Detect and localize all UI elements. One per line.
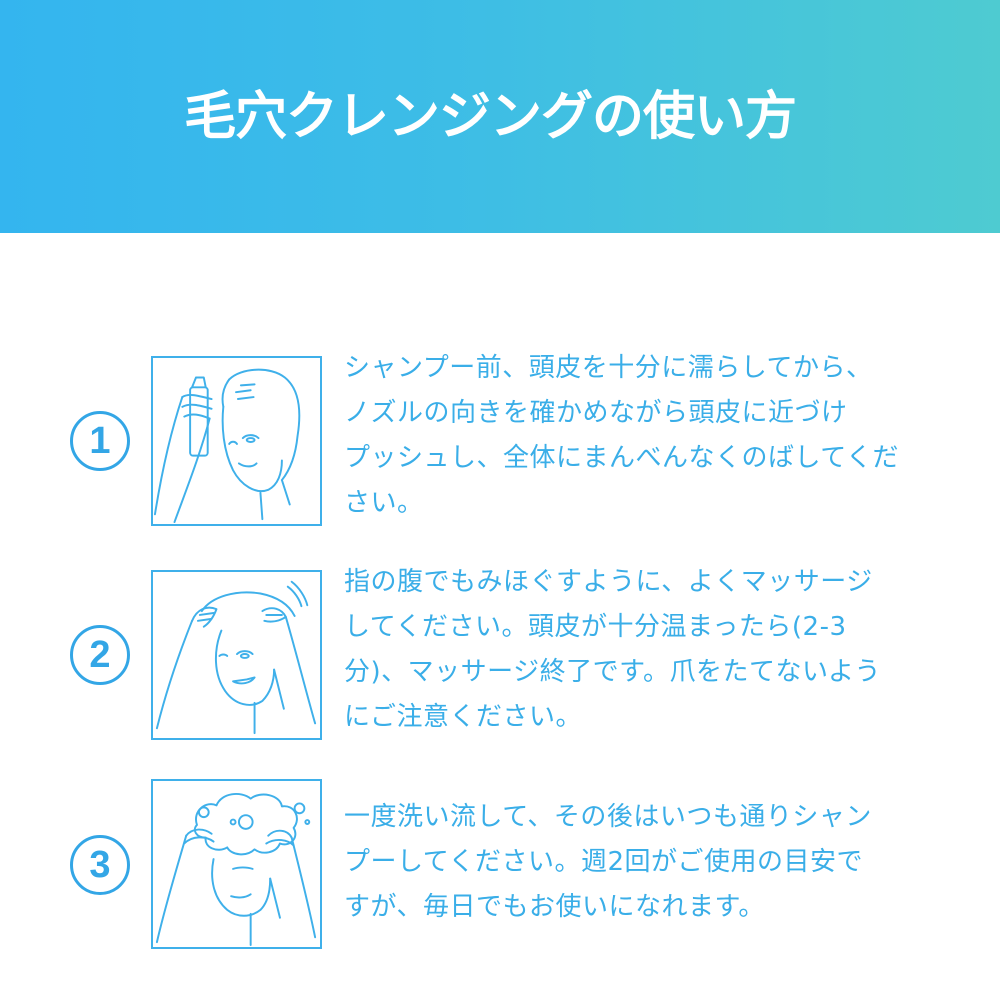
step-number-badge: 1 xyxy=(70,411,130,471)
instruction-line: 一度洗い流して、その後はいつも通りシャン xyxy=(344,802,872,832)
instruction-line: にご注意ください。 xyxy=(344,702,582,732)
woman-shampooing-foam-icon xyxy=(155,792,317,947)
instruction-line: 分)、マッサージ終了です。爪をたてないよう xyxy=(344,657,882,687)
instruction-line: プーしてください。週2回がご使用の目安で xyxy=(344,847,863,877)
woman-massaging-scalp-icon xyxy=(155,580,317,735)
step-instruction: 一度洗い流して、その後はいつも通りシャン プーしてください。週2回がご使用の目安… xyxy=(344,795,924,930)
instruction-line: シャンプー前、頭皮を十分に濡らしてから、 xyxy=(344,353,873,383)
step-instruction: 指の腹でもみほぐすように、よくマッサージ してください。頭皮が十分温まったら(2… xyxy=(344,560,924,740)
woman-spraying-scalp-icon xyxy=(153,368,301,524)
header-banner: 毛穴クレンジングの使い方 xyxy=(0,0,1000,233)
step-illustration xyxy=(151,779,322,949)
step-number-badge: 3 xyxy=(70,835,130,895)
instruction-line: すが、毎日でもお使いになれます。 xyxy=(344,892,765,922)
step-illustration xyxy=(151,356,322,526)
instruction-line: 指の腹でもみほぐすように、よくマッサージ xyxy=(344,567,873,597)
step-instruction: シャンプー前、頭皮を十分に濡らしてから、 ノズルの向きを確かめながら頭皮に近づけ… xyxy=(344,346,924,526)
instruction-line: してください。頭皮が十分温まったら(2-3 xyxy=(344,612,847,642)
instruction-line: プッシュし、全体にまんべんなくのばしてくだ xyxy=(344,443,899,473)
page-title: 毛穴クレンジングの使い方 xyxy=(183,87,797,147)
step-number-badge: 2 xyxy=(70,625,130,685)
instruction-line: さい。 xyxy=(344,488,424,518)
instruction-line: ノズルの向きを確かめながら頭皮に近づけ xyxy=(344,398,848,428)
step-illustration xyxy=(151,570,322,740)
